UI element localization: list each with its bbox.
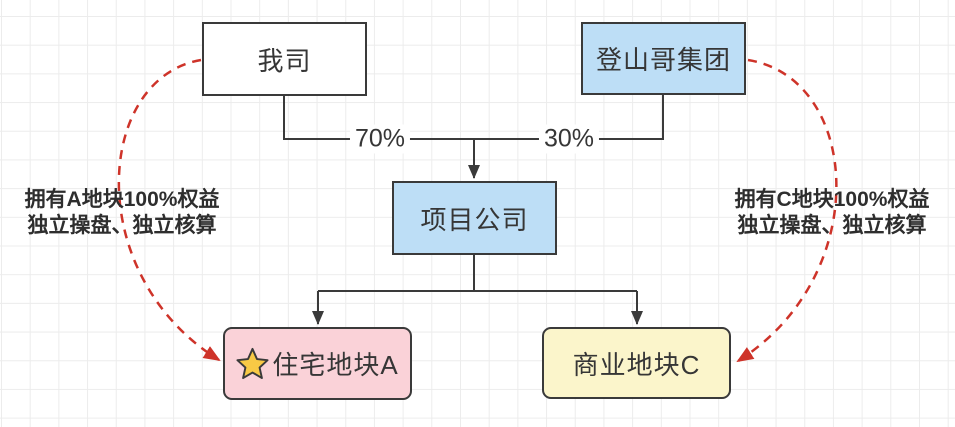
annotation-plot-c-line1: 拥有C地块100%权益 — [734, 188, 930, 211]
node-group-label: 登山哥集团 — [595, 45, 731, 75]
ownership-label-70: 70% — [349, 124, 411, 154]
node-plot-c-label: 商业地块C — [572, 349, 701, 380]
annotation-plot-a: 拥有A地块100%权益 独立操盘、独立核算 — [10, 187, 234, 239]
node-our-company[interactable]: 我司 — [202, 22, 367, 96]
annotation-plot-c-line2: 独立操盘、独立核算 — [737, 214, 927, 237]
node-plot-a-label: 住宅地块A — [272, 350, 399, 380]
node-plot-c[interactable]: 商业地块C — [542, 327, 731, 399]
node-group[interactable]: 登山哥集团 — [581, 22, 746, 95]
annotation-plot-a-line1: 拥有A地块100%权益 — [24, 188, 220, 211]
star-icon — [236, 347, 269, 380]
node-our-company-label: 我司 — [257, 45, 312, 76]
node-plot-a[interactable]: 住宅地块A — [223, 327, 412, 400]
ownership-label-30: 30% — [538, 124, 600, 154]
node-project-company-label: 项目公司 — [420, 204, 529, 235]
annotation-plot-c: 拥有C地块100%权益 独立操盘、独立核算 — [720, 187, 944, 239]
edge-project-split — [318, 255, 637, 292]
annotation-plot-a-line2: 独立操盘、独立核算 — [27, 214, 217, 237]
node-project-company[interactable]: 项目公司 — [392, 181, 557, 255]
